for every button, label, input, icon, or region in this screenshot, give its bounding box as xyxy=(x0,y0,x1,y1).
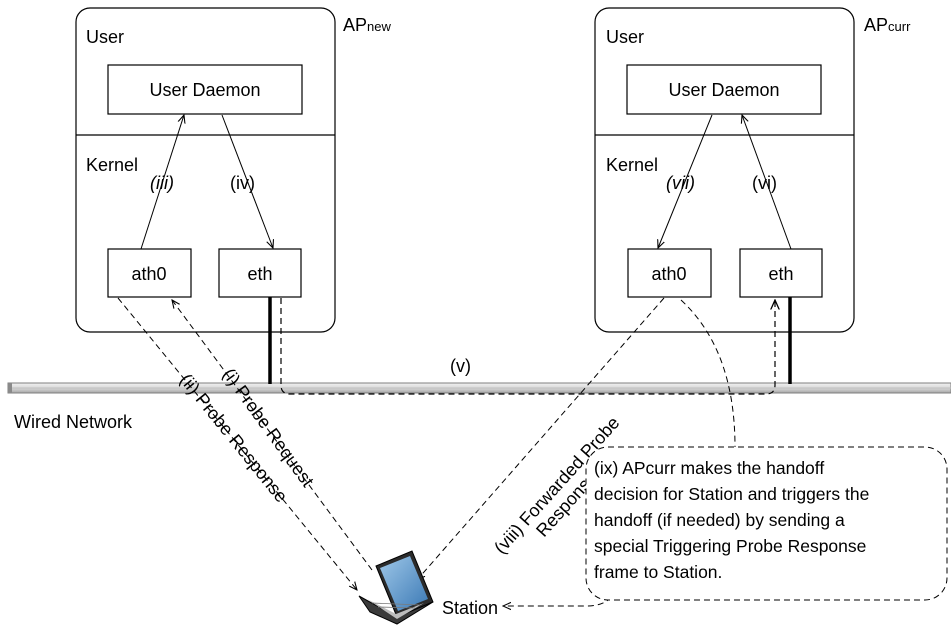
wired-network-label: Wired Network xyxy=(14,412,133,432)
ap-new-eth xyxy=(218,248,302,298)
ap-curr-arrow-vii-label: (vii) xyxy=(666,173,695,193)
laptop-icon xyxy=(358,550,434,625)
handoff-note-line-4: special Triggering Probe Response xyxy=(594,536,866,556)
probe-request-arrow xyxy=(172,300,373,571)
ap-new-user-label: User xyxy=(86,27,124,47)
handoff-note-box xyxy=(585,446,948,601)
ap-new: User Kernel User Daemon ath0 eth (iii) (… xyxy=(75,7,336,333)
ap-new-ath0-label: ath0 xyxy=(131,264,166,284)
ap-curr: User Kernel User Daemon ath0 eth (vii) (… xyxy=(594,7,855,333)
handoff-note-line-3: handoff (if needed) by sending a xyxy=(594,510,845,530)
handoff-note-line-2: decision for Station and triggers the xyxy=(594,484,869,504)
probe-response-arrow xyxy=(117,297,357,590)
ap-new-kernel-label: Kernel xyxy=(86,155,138,175)
ap-new-title: APnew xyxy=(343,15,391,35)
handoff-note-line-1: (ix) APcurr makes the handoff xyxy=(594,458,824,478)
ap-new-eth-label: eth xyxy=(247,264,272,284)
station-label: Station xyxy=(442,598,498,618)
ap-new-title-main: AP xyxy=(343,15,367,35)
ap-curr-user-daemon-label: User Daemon xyxy=(668,80,779,100)
ap-new-title-sub: new xyxy=(367,19,391,34)
ap-curr-eth-label: eth xyxy=(768,264,793,284)
ap-curr-eth xyxy=(739,248,823,298)
forwarded-probe-response-arrow xyxy=(417,297,665,580)
wired-forward-path xyxy=(280,298,775,395)
ap-new-arrow-iv xyxy=(221,114,273,248)
ap-curr-user-daemon xyxy=(626,64,822,115)
ap-curr-arrow-vi-label: (vi) xyxy=(752,173,777,193)
ap-curr-ath0 xyxy=(627,248,712,298)
handoff-note-line-5: frame to Station. xyxy=(594,562,722,582)
ap-curr-kernel-label: Kernel xyxy=(606,155,658,175)
ap-curr-title-sub: curr xyxy=(888,19,911,34)
wired-network-cable xyxy=(7,382,951,394)
ap-curr-user-label: User xyxy=(606,27,644,47)
cable-end-cap xyxy=(8,383,12,393)
ap-curr-title-main: AP xyxy=(864,15,888,35)
ap-curr-title: APcurr xyxy=(864,15,911,35)
callout-connector xyxy=(680,299,736,448)
wired-path-label: (v) xyxy=(450,356,471,376)
ap-new-user-daemon-label: User Daemon xyxy=(149,80,260,100)
ap-new-arrow-iii xyxy=(140,115,184,250)
ap-curr-ath0-label: ath0 xyxy=(651,264,686,284)
ap-curr-arrow-vii xyxy=(658,114,713,248)
ap-new-arrow-iv-label: (iv) xyxy=(230,173,255,193)
ap-new-arrow-iii-label: (iii) xyxy=(150,173,174,193)
ap-curr-arrow-vi xyxy=(742,115,792,250)
ap-new-ath0 xyxy=(107,248,192,298)
ap-new-user-daemon xyxy=(107,64,303,115)
